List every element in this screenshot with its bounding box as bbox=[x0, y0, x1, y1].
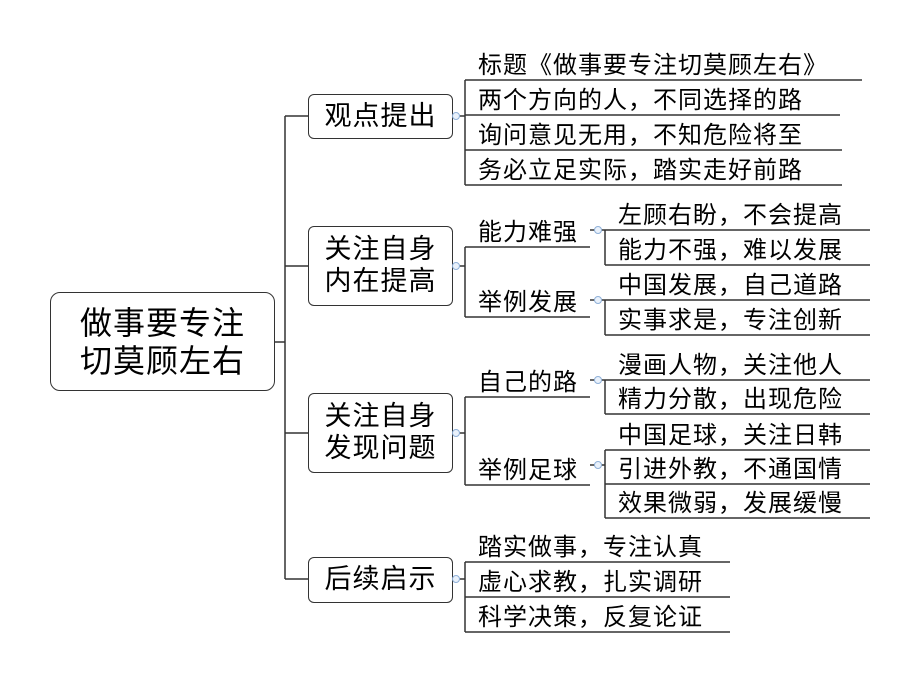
leaf-topic[interactable]: 踏实做事，专注认真 bbox=[478, 533, 703, 561]
branch-label-line-1: 关注自身 bbox=[324, 234, 437, 265]
collapse-toggle-icon[interactable] bbox=[452, 429, 460, 437]
branch-label: 后续启示 bbox=[324, 564, 437, 595]
leaf-topic[interactable]: 中国足球，关注日韩 bbox=[618, 421, 843, 449]
leaf-topic[interactable]: 科学决策，反复论证 bbox=[478, 603, 703, 631]
collapse-toggle-icon[interactable] bbox=[594, 226, 602, 234]
leaf-topic[interactable]: 虚心求教，扎实调研 bbox=[478, 568, 703, 596]
collapse-toggle-icon[interactable] bbox=[452, 112, 460, 120]
leaf-topic[interactable]: 中国发展，自己道路 bbox=[618, 271, 843, 299]
root-line-1: 做事要专注 bbox=[79, 303, 245, 342]
collapse-toggle-icon[interactable] bbox=[594, 296, 602, 304]
root-line-2: 切莫顾左右 bbox=[79, 341, 245, 380]
branch-label-line-1: 关注自身 bbox=[324, 401, 437, 432]
branch-label-line-2: 内在提高 bbox=[324, 266, 437, 297]
branch-node-self-improvement[interactable]: 关注自身 内在提高 bbox=[308, 226, 453, 306]
leaf-topic[interactable]: 左顾右盼，不会提高 bbox=[618, 201, 843, 229]
leaf-topic[interactable]: 引进外教，不通国情 bbox=[618, 455, 843, 483]
leaf-topic[interactable]: 务必立足实际，踏实走好前路 bbox=[478, 156, 803, 184]
leaf-topic[interactable]: 漫画人物，关注他人 bbox=[618, 351, 843, 379]
branch-node-find-problems[interactable]: 关注自身 发现问题 bbox=[308, 393, 453, 473]
leaf-topic[interactable]: 效果微弱，发展缓慢 bbox=[618, 489, 843, 517]
subtopic-own-path[interactable]: 自己的路 bbox=[478, 368, 578, 396]
collapse-toggle-icon[interactable] bbox=[452, 575, 460, 583]
collapse-toggle-icon[interactable] bbox=[594, 376, 602, 384]
leaf-topic[interactable]: 实事求是，专注创新 bbox=[618, 306, 843, 334]
branch-label: 观点提出 bbox=[324, 100, 437, 132]
leaf-topic[interactable]: 精力分散，出现危险 bbox=[618, 385, 843, 413]
branch-label-line-2: 发现问题 bbox=[324, 433, 437, 464]
leaf-topic[interactable]: 能力不强，难以发展 bbox=[618, 236, 843, 264]
subtopic-example-football[interactable]: 举例足球 bbox=[478, 456, 578, 484]
branch-node-opinion[interactable]: 观点提出 bbox=[308, 94, 453, 139]
subtopic-ability[interactable]: 能力难强 bbox=[478, 218, 578, 246]
leaf-topic[interactable]: 询问意见无用，不知危险将至 bbox=[478, 121, 803, 149]
subtopic-example-development[interactable]: 举例发展 bbox=[478, 288, 578, 316]
leaf-topic[interactable]: 两个方向的人，不同选择的路 bbox=[478, 86, 803, 114]
leaf-topic[interactable]: 标题《做事要专注切莫顾左右》 bbox=[478, 51, 828, 79]
collapse-toggle-icon[interactable] bbox=[452, 262, 460, 270]
root-node[interactable]: 做事要专注 切莫顾左右 bbox=[50, 292, 275, 391]
collapse-toggle-icon[interactable] bbox=[594, 461, 602, 469]
branch-node-inspiration[interactable]: 后续启示 bbox=[308, 557, 453, 603]
